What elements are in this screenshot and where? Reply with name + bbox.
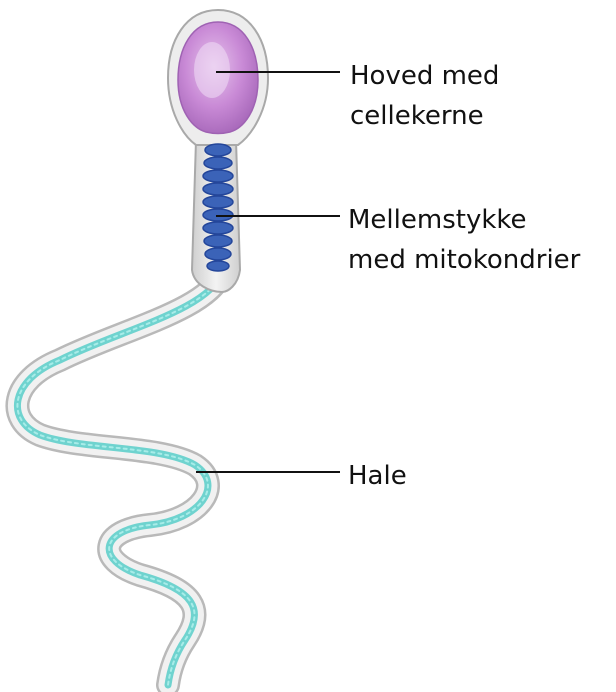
label-tail: Hale [348, 461, 407, 491]
mitochondria-helix [202, 143, 234, 272]
label-head-line1: Hoved med [350, 61, 499, 91]
label-head-line2: cellekerne [350, 101, 484, 131]
label-midpiece-line1: Mellemstykke [348, 205, 527, 235]
nucleus-highlight [194, 42, 230, 98]
label-midpiece-line2: med mitokondrier [348, 245, 581, 275]
tail-core-highlight [16, 271, 223, 686]
tail-core [13, 268, 226, 689]
